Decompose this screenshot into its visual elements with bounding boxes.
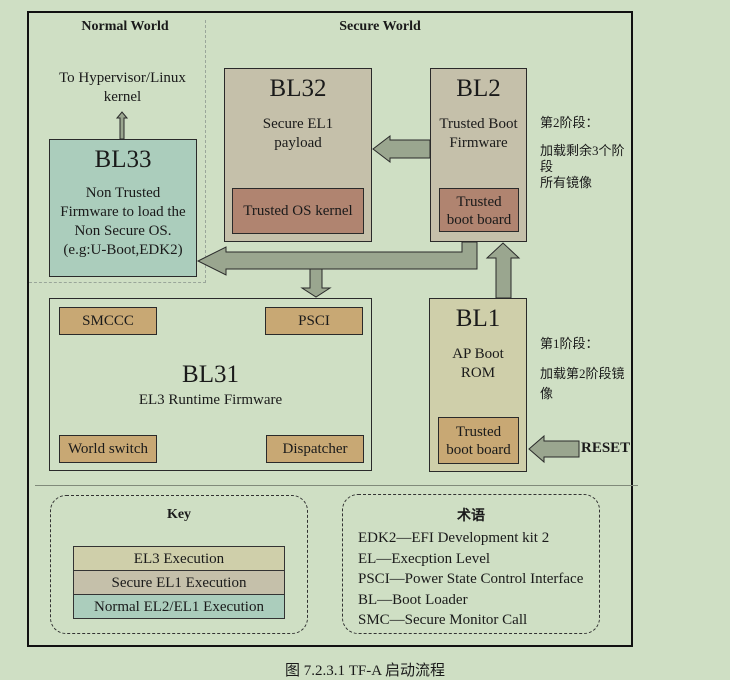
arrow-reset-to-bl1 (528, 434, 580, 464)
bl1-title: BL1 (455, 305, 501, 332)
bl1-stage-note: 第1阶段： 加载第2阶段镜像 (540, 334, 632, 404)
legend-secure-el1: Secure EL1 Execution (74, 571, 284, 595)
bl1-component-line: boot board (446, 442, 511, 458)
bl33-box: BL33 Non Trusted Firmware to load the No… (49, 139, 197, 277)
diagram-frame (27, 11, 633, 647)
bl2-stage-label: 第2阶段： (540, 115, 599, 130)
bl1-trusted-boot-board: Trusted boot board (438, 417, 519, 464)
glossary-list: EDK2—EFI Development kit 2 EL—Execption … (358, 528, 598, 631)
world-switch-component: World switch (59, 435, 157, 463)
bl2-trusted-boot-board: Trusted boot board (439, 188, 519, 232)
world-divider (205, 20, 206, 283)
bl2-box: BL2 Trusted Boot Firmware Trusted boot b… (430, 68, 527, 242)
normal-world-boundary (29, 282, 206, 283)
key-panel: Key EL3 Execution Secure EL1 Execution N… (50, 495, 308, 634)
bl31-title: BL31 (182, 361, 239, 388)
bl2-stage-note: 第2阶段： 加载剩余3个阶段 所有镜像 (540, 113, 632, 191)
glossary-item: PSCI—Power State Control Interface (358, 571, 584, 587)
key-title: Key (166, 507, 192, 522)
bl32-desc-line: Secure EL1 (262, 116, 334, 132)
legend-el3: EL3 Execution (74, 547, 284, 571)
glossary-item: EDK2—EFI Development kit 2 (358, 530, 550, 546)
glossary-item: SMC—Secure Monitor Call (358, 612, 528, 628)
bl1-description: AP Boot ROM (430, 345, 526, 383)
bl2-desc-line: Trusted Boot (439, 116, 518, 132)
bl32-desc-line: payload (274, 135, 322, 151)
arrow-to-bl31 (300, 268, 332, 298)
smccc-component: SMCCC (59, 307, 157, 335)
arrow-bl2-to-bl32 (372, 134, 431, 164)
bl2-description: Trusted Boot Firmware (431, 115, 526, 153)
key-legend: EL3 Execution Secure EL1 Execution Norma… (73, 546, 285, 619)
bl33-desc-line: Non Secure OS. (74, 223, 172, 239)
bl2-component-line: Trusted (456, 194, 502, 210)
bl2-desc-line: Firmware (449, 135, 508, 151)
bl33-title: BL33 (94, 146, 152, 173)
bl31-box: SMCCC PSCI BL31 EL3 Runtime Firmware Wor… (49, 298, 372, 471)
bl33-desc-line: (e.g:U-Boot,EDK2) (63, 242, 183, 258)
bl33-desc-line: Non Trusted (85, 185, 161, 201)
glossary-item: EL—Execption Level (358, 550, 491, 567)
bl32-box: BL32 Secure EL1 payload Trusted OS kerne… (224, 68, 372, 242)
bl1-stage-desc: 加载第2阶段镜像 (540, 366, 625, 401)
figure-caption: 图 7.2.3.1 TF-A 启动流程 (284, 663, 445, 679)
bl1-box: BL1 AP Boot ROM Trusted boot board (429, 298, 527, 472)
normal-world-label: Normal World (81, 19, 169, 34)
dispatcher-component: Dispatcher (266, 435, 364, 463)
bl31-description: EL3 Runtime Firmware (138, 392, 283, 408)
trusted-os-kernel: Trusted OS kernel (232, 188, 364, 234)
hypervisor-target-label: To Hypervisor/Linux kernel (40, 69, 205, 107)
bl1-stage-label: 第1阶段： (540, 336, 599, 351)
glossary-title: 术语 (457, 509, 485, 524)
glossary-item: BL—Boot Loader (358, 591, 468, 608)
bl2-stage-desc: 所有镜像 (540, 175, 593, 190)
bl32-title: BL32 (269, 75, 327, 102)
secure-world-label: Secure World (339, 19, 421, 34)
bl2-component-line: boot board (446, 212, 512, 228)
arrow-bl33-to-hypervisor (115, 111, 129, 140)
bl33-description: Non Trusted Firmware to load the Non Sec… (50, 184, 196, 260)
bl33-desc-line: Firmware to load the (60, 204, 186, 220)
arrow-bl1-to-bl2 (485, 242, 521, 299)
reset-label: RESET (581, 440, 631, 456)
legend-normal-el2-el1: Normal EL2/EL1 Execution (74, 595, 284, 619)
section-divider (35, 485, 638, 486)
bl1-desc-line: ROM (460, 365, 496, 381)
arrow-bl2-to-bl33 (196, 241, 478, 276)
bl32-description: Secure EL1 payload (225, 115, 371, 153)
hypervisor-line-1: To Hypervisor/Linux (59, 70, 186, 86)
glossary-panel: 术语 EDK2—EFI Development kit 2 EL—Execpti… (342, 494, 600, 634)
psci-component: PSCI (265, 307, 363, 335)
bl1-component-line: Trusted (455, 424, 502, 440)
bl2-stage-desc: 加载剩余3个阶段 (540, 143, 625, 174)
hypervisor-line-2: kernel (103, 89, 142, 105)
bl1-desc-line: AP Boot (452, 346, 504, 362)
bl2-title: BL2 (456, 75, 501, 102)
